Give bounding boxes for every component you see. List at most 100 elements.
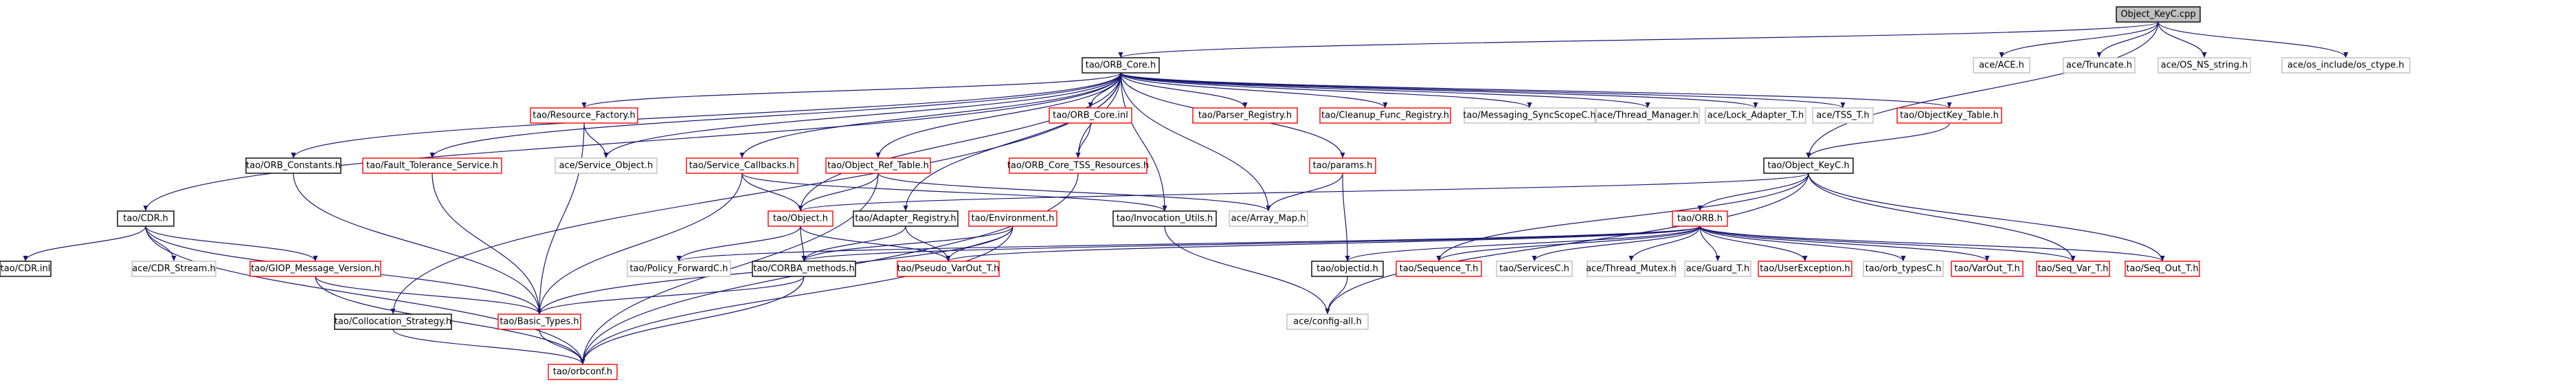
node-ace-service-object-h[interactable]: ace/Service_Object.h xyxy=(555,157,658,174)
node-tao-cdr-h[interactable]: tao/CDR.h xyxy=(117,210,175,227)
edge-tao_orb_core_h-to-tao_cdr_h xyxy=(143,72,1121,212)
edge-line xyxy=(798,173,879,212)
node-box xyxy=(1309,157,1376,174)
edge-tao_orb_core_h-to-tao_invocation_utils_h xyxy=(1120,72,1167,212)
node-tao-pseudo-varout-t-h[interactable]: tao/Pseudo_VarOut_T.h xyxy=(897,261,1000,277)
node-box xyxy=(131,261,216,277)
node-ace-config-all-h[interactable]: ace/config-all.h xyxy=(1286,314,1369,330)
node-ace-os-ns-string-h[interactable]: ace/OS_NS_string.h xyxy=(2158,57,2251,74)
edge-tao_collocation_strategy_h-to-tao_orbconf_h xyxy=(392,329,585,365)
edge-tao_basic_types_h-to-tao_orbconf_h xyxy=(539,329,585,365)
edge-tao_orb_h-to-tao_userexception_h xyxy=(1699,226,1808,262)
edge-tao_params_h-to-tao_objectid_h xyxy=(1342,173,1350,262)
node-tao-orb-core-tss-resources-h[interactable]: tao/ORB_Core_TSS_Resources.h xyxy=(1007,157,1149,174)
node-tao-seq-out-t-h[interactable]: tao/Seq_Out_T.h xyxy=(2125,261,2200,277)
node-ace-os-include-os-ctype-h[interactable]: ace/os_include/os_ctype.h xyxy=(2281,57,2410,74)
node-box xyxy=(1672,210,1728,227)
node-label: tao/Invocation_Utils.h xyxy=(1117,214,1213,224)
node-tao-cleanup-func-registry-h[interactable]: tao/Cleanup_Func_Registry.h xyxy=(1319,107,1451,124)
node-ace-cdr-stream-h[interactable]: ace/CDR_Stream.h xyxy=(131,261,216,277)
node-tao-adapter-registry-h[interactable]: tao/Adapter_Registry.h xyxy=(853,210,959,227)
node-tao-userexception-h[interactable]: tao/UserException.h xyxy=(1758,261,1852,277)
edge-line xyxy=(603,72,1121,159)
edge-line xyxy=(580,226,1013,365)
node-tao-cdr-inl[interactable]: tao/CDR.inl xyxy=(0,261,52,277)
node-tao-objectid-h[interactable]: tao/objectid.h xyxy=(1311,261,1384,277)
edge-tao_object_ref_table_h-to-ace_array_map_h xyxy=(877,173,1271,212)
edge-tao_orb_h-to-tao_servicesc_h xyxy=(1532,226,1701,262)
node-tao-params-h[interactable]: tao/params.h xyxy=(1309,157,1376,174)
node-tao-basic-types-h[interactable]: tao/Basic_Types.h xyxy=(497,314,581,330)
node-tao-object-keyc-h[interactable]: tao/Object_KeyC.h xyxy=(1763,157,1854,174)
node-tao-servicesc-h[interactable]: tao/ServicesC.h xyxy=(1496,261,1573,277)
node-ace-thread-manager-h[interactable]: ace/Thread_Manager.h xyxy=(1595,107,1700,124)
edge-line xyxy=(1808,173,2076,262)
node-tao-invocation-utils-h[interactable]: tao/Invocation_Utils.h xyxy=(1112,210,1217,227)
node-tao-orb-core-inl[interactable]: tao/ORB_Core.inl xyxy=(1049,107,1132,124)
edge-tao_orb_h-to-tao_objectid_h xyxy=(1345,226,1701,262)
node-tao-objectkey-table-h[interactable]: tao/ObjectKey_Table.h xyxy=(1896,107,2002,124)
node-ace-truncate-h[interactable]: ace/Truncate.h xyxy=(2063,57,2136,74)
node-box xyxy=(1286,314,1369,330)
node-label: tao/Cleanup_Func_Registry.h xyxy=(1321,111,1449,121)
node-label: tao/Object.h xyxy=(773,214,828,224)
node-tao-sequence-t-h[interactable]: tao/Sequence_T.h xyxy=(1396,261,1482,277)
edge-tao_environment_h-to-tao_orbconf_h xyxy=(580,226,1013,365)
node-box xyxy=(555,157,658,174)
edge-tao_cdr_h-to-tao_cdr_inl xyxy=(23,226,146,262)
edge-tao_object_h-to-tao_pseudo_varout_t_h xyxy=(800,226,951,262)
node-ace-guard-t-h[interactable]: ace/Guard_T.h xyxy=(1684,261,1751,277)
edge-tao_cdr_h-to-ace_cdr_stream_h xyxy=(145,226,177,262)
node-ace-tss-t-h[interactable]: ace/TSS_T.h xyxy=(1812,107,1874,124)
node-tao-service-callbacks-h[interactable]: tao/Service_Callbacks.h xyxy=(686,157,798,174)
node-ace-lock-adapter-t-h[interactable]: ace/Lock_Adapter_T.h xyxy=(1705,107,1806,124)
node-tao-fault-tolerance-service-h[interactable]: tao/Fault_Tolerance_Service.h xyxy=(362,157,502,174)
edge-tao_object_keyc_h-to-tao_sequence_t_h xyxy=(1436,173,1809,262)
edge-tao_orb_constants_h-to-tao_basic_types_h xyxy=(293,173,542,315)
edge-tao_object_h-to-tao_corba_methods_h xyxy=(800,226,807,262)
node-tao-orb-typesc-h[interactable]: tao/orb_typesC.h xyxy=(1863,261,1944,277)
node-tao-varout-t-h[interactable]: tao/VarOut_T.h xyxy=(1951,261,2024,277)
node-box xyxy=(1496,261,1573,277)
node-tao-resource-factory-h[interactable]: tao/Resource_Factory.h xyxy=(530,107,638,124)
edge-line xyxy=(1699,226,2076,262)
edge-tao_orb_core_h-to-tao_objectkey_table_h xyxy=(1120,72,1952,109)
node-ace-array-map-h[interactable]: ace/Array_Map.h xyxy=(1229,210,1308,227)
node-tao-orb-core-h[interactable]: tao/ORB_Core.h xyxy=(1082,57,1160,74)
edge-line xyxy=(580,276,805,365)
node-ace-ace-h[interactable]: ace/ACE.h xyxy=(1973,57,2030,74)
node-box xyxy=(1587,261,1676,277)
node-tao-orbconf-h[interactable]: tao/orbconf.h xyxy=(548,364,618,380)
node-tao-object-h[interactable]: tao/Object.h xyxy=(768,210,833,227)
edge-line xyxy=(537,122,585,315)
edge-tao_corba_methods_h-to-tao_basic_types_h xyxy=(537,276,805,315)
edge-line xyxy=(1699,226,1990,262)
edge-line xyxy=(145,226,177,262)
edge-line xyxy=(1628,226,1701,262)
edge-object_keyc_cpp-to-tao_orb_core_h xyxy=(1118,21,2159,58)
node-tao-environment-h[interactable]: tao/Environment.h xyxy=(968,210,1057,227)
edge-line xyxy=(2096,21,2159,58)
node-object-keyc-cpp[interactable]: Object_KeyC.cpp xyxy=(2116,6,2201,23)
node-tao-giop-message-version-h[interactable]: tao/GIOP_Message_Version.h xyxy=(249,261,381,277)
node-tao-orb-h[interactable]: tao/ORB.h xyxy=(1672,210,1728,227)
node-tao-corba-methods-h[interactable]: tao/CORBA_methods.h xyxy=(752,261,856,277)
node-tao-seq-var-t-h[interactable]: tao/Seq_Var_T.h xyxy=(2036,261,2110,277)
node-tao-parser-registry-h[interactable]: tao/Parser_Registry.h xyxy=(1192,107,1298,124)
node-label: ace/TSS_T.h xyxy=(1816,111,1869,121)
edge-tao_orb_core_h-to-ace_lock_adapter_t_h xyxy=(1120,72,1758,109)
edge-line xyxy=(1999,21,2159,58)
node-box xyxy=(2281,57,2410,74)
edge-line xyxy=(1532,226,1701,262)
node-tao-object-ref-table-h[interactable]: tao/Object_Ref_Table.h xyxy=(825,157,931,174)
node-box xyxy=(2063,57,2136,74)
edge-line xyxy=(581,72,1121,109)
node-tao-orb-constants-h[interactable]: tao/ORB_Constants.h xyxy=(245,157,341,174)
edge-tao_environment_h-to-tao_corba_methods_h xyxy=(801,226,1013,262)
node-label: ace/Thread_Mutex.h xyxy=(1586,264,1677,274)
edge-line xyxy=(801,226,906,262)
node-tao-messaging-syncscopec-h[interactable]: tao/Messaging_SyncScopeC.h xyxy=(1463,107,1596,124)
node-tao-policy-forwardc-h[interactable]: tao/Policy_ForwardC.h xyxy=(627,261,731,277)
node-tao-collocation-strategy-h[interactable]: tao/Collocation_Strategy.h xyxy=(334,314,452,330)
node-ace-thread-mutex-h[interactable]: ace/Thread_Mutex.h xyxy=(1586,261,1677,277)
